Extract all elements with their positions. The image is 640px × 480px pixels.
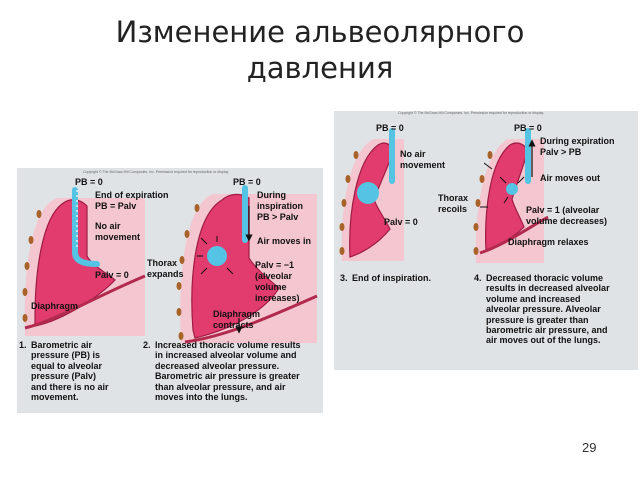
palv-label-2c: volume [255,282,287,292]
diaphragm-contracts-2: contracts [213,320,254,330]
expiration-illustration [339,128,549,263]
caption-1-line: equal to alveolar [31,360,103,371]
inspiration-illustration [22,185,318,344]
caption-4-number: 4. [474,273,482,283]
caption-3: 3. End of inspiration. [340,273,470,287]
caption-4-line: barometric air pressure, and [486,325,608,336]
caption-4-line: Decreased thoracic volume [486,273,604,283]
pb-equals-palv-label: PB = Palv [95,201,137,211]
lung-1 [34,199,116,327]
palv-label-2b: (alveolar [255,271,293,281]
alveolus-3 [357,182,379,204]
figure-inspiration: Copyright © The McGraw-Hill Companies, I… [17,168,323,413]
caption-2-number: 2. [143,340,151,350]
caption-1-line: movement. [31,392,79,403]
palv-label-4a: Palv = 1 (alveolar [526,205,600,215]
diaphragm-1 [24,274,146,330]
palv-label-2d: increases) [255,293,300,303]
caption-2-line: moves into the lungs. [155,392,248,403]
copyright-notice: Copyright © The McGraw-Hill Companies, I… [398,111,545,115]
caption-2-line: Barometric air pressure is greater [155,371,300,382]
palv-label-4b: volume decreases) [526,216,608,226]
pb-label-4: PB = 0 [514,123,542,133]
alveolus-2 [207,246,227,266]
slide-title-line2: давления [246,51,394,85]
caption-2-line: than alveolar pressure, and air [155,381,286,392]
thorax-recoils-2: recoils [438,204,468,214]
diaphragm-2 [184,294,318,344]
page-number: 29 [582,440,597,455]
caption-4-line: pressure is greater than [486,314,589,325]
diaphragm-relaxes-label: Diaphragm relaxes [508,237,589,247]
palv-label-1: Palv = 0 [95,270,129,280]
ribs-1 [22,210,42,322]
caption-4-line: air moves out of the lungs. [486,335,601,346]
during-inspiration-3: PB > Palv [257,212,299,222]
caption-1-line: Barometric air [31,340,93,350]
caption-4-line: alveolar pressure. Alveolar [486,304,601,315]
alveolus-4 [506,183,518,195]
no-air-label-3a: No air [400,149,426,159]
diaphragm-4 [479,215,549,255]
slide-title-line1: Изменение альвеолярного [115,15,525,49]
caption-2: 2. Increased thoracic volume results in … [143,340,321,410]
pb-label-3: PB = 0 [376,123,404,133]
air-moves-in-label: Air moves in [257,236,312,246]
caption-1-line: pressure (PB) is [31,350,101,361]
expansion-arrows-2 [197,236,234,275]
air-moves-out-label: Air moves out [540,173,601,183]
diaphragm-contracts-1: Diaphragm [213,309,261,319]
caption-1-line: pressure (Palv) [31,371,97,382]
recoil-arrows-4 [480,162,525,208]
during-inspiration-2: inspiration [257,201,304,211]
during-expiration-1: During expiration [540,136,615,146]
pb-label-1: PB = 0 [75,177,103,187]
caption-4-line: volume and increased [486,293,581,304]
palv-label-2a: Palv = −1 [255,260,295,270]
caption-2-line: Increased thoracic volume results [155,340,301,350]
slide-title: Изменение альвеолярного давления [0,14,640,86]
caption-4: 4. Decreased thoracic volume results in … [474,273,634,353]
during-inspiration-1: During [257,190,286,200]
caption-3-line: End of inspiration. [352,273,431,283]
ribs-2 [176,204,200,340]
ribs-3 [339,151,359,255]
thorax-expands-1: Thorax [147,258,178,268]
copyright-notice: Copyright © The McGraw-Hill Companies, I… [83,170,230,174]
caption-4-line: results in decreased alveolar [486,283,610,294]
caption-1-line: and there is no air [31,381,109,392]
caption-1-number: 1. [19,340,27,350]
thorax-expands-2: expands [147,269,184,279]
palv-label-3: Palv = 0 [384,217,418,227]
figure-expiration: Copyright © The McGraw-Hill Companies, I… [334,111,638,370]
caption-2-line: decreased alveolar pressure. [155,360,280,371]
during-expiration-2: Palv > PB [540,147,582,157]
caption-3-number: 3. [340,273,348,283]
pb-label-2: PB = 0 [233,177,261,187]
no-air-label-1: No air [95,221,121,231]
ribs-4 [473,151,493,255]
no-air-label-2: movement [95,232,141,242]
caption-1: 1. Barometric air pressure (PB) is equal… [19,340,137,410]
caption-2-line: in increased alveolar volume and [155,350,297,361]
end-expiration-label: End of expiration [95,190,169,200]
thorax-recoils-1: Thorax [438,193,469,203]
airway-1 [72,187,100,267]
diaphragm-label-1: Diaphragm [31,301,79,311]
no-air-label-3b: movement [400,160,446,170]
